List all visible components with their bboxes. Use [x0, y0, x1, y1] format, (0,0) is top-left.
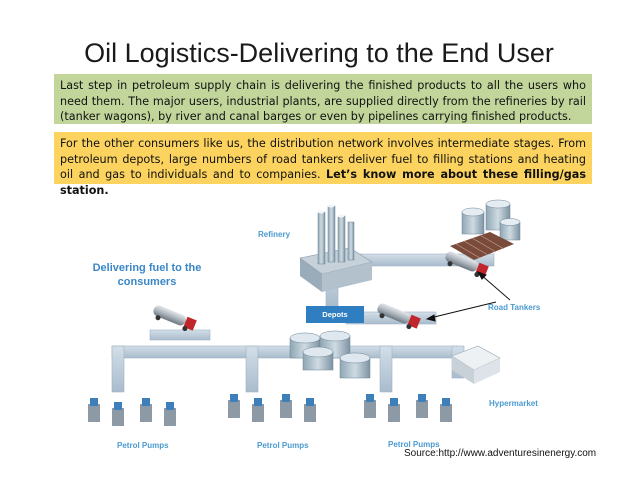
refinery-icon: [299, 204, 373, 292]
source-citation: Source:http://www.adventuresinenergy.com: [404, 448, 597, 459]
filling-station-highlight: Let’s know more about these filling/gas …: [60, 168, 586, 197]
petrol-pumps-label-3: Petrol Pumps: [388, 440, 440, 449]
storage-tanks-icon: [461, 199, 521, 241]
delivering-fuel-heading: Delivering fuel to the consumers: [92, 262, 202, 288]
hypermarket-label: Hypermarket: [489, 399, 538, 408]
refinery-label: Refinery: [258, 230, 291, 239]
petrol-pumps-label-1: Petrol Pumps: [117, 441, 169, 450]
tanker-truck-3: [153, 305, 197, 332]
tanker-truck-2: [377, 303, 421, 330]
intro-text-box: Last step in petroleum supply chain is d…: [54, 74, 592, 124]
petrol-pumps-group-3: [364, 394, 452, 422]
hypermarket-icon: [451, 345, 501, 384]
page-title: Oil Logistics-Delivering to the End User: [84, 38, 554, 68]
depot-tanks-icon: [289, 330, 371, 379]
petrol-pumps-group-1: [88, 398, 176, 426]
distribution-text-box: For the other consumers like us, the dis…: [54, 132, 592, 197]
solar-panel-icon: [450, 232, 514, 260]
depots-label: Depots: [306, 306, 364, 323]
petrol-pumps-label-2: Petrol Pumps: [257, 441, 309, 450]
petrol-pumps-group-2: [228, 394, 316, 422]
intro-text: Last step in petroleum supply chain is d…: [60, 79, 586, 124]
road-tankers-label: Road Tankers: [488, 303, 541, 312]
distribution-text: For the other consumers like us, the dis…: [60, 137, 586, 182]
road-tanker-arrows: [425, 271, 511, 322]
